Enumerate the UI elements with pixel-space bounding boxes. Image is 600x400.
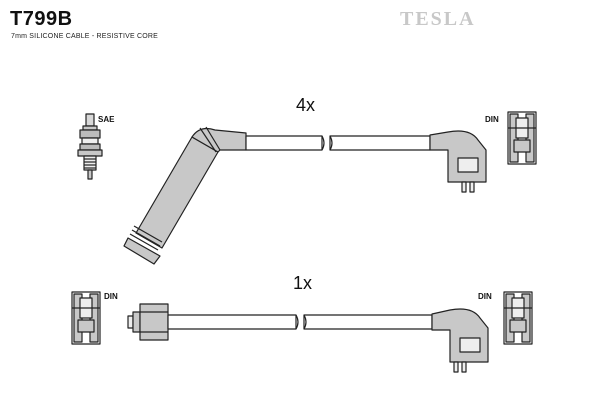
label-din-top-right: DIN bbox=[485, 115, 499, 124]
din-terminal-bottom-right-icon bbox=[503, 291, 533, 345]
brand-logo: TESLA bbox=[400, 8, 476, 30]
spark-plug-icon bbox=[77, 113, 103, 180]
din-terminal-top-right-icon bbox=[507, 111, 537, 165]
cable-spec: 7mm SILICONE CABLE - RESISTIVE CORE bbox=[11, 33, 159, 40]
part-number: T799B bbox=[10, 8, 73, 30]
straight-coil-boot-bottom bbox=[127, 303, 169, 341]
quantity-top-lead: 4x bbox=[296, 95, 316, 115]
label-din-bottom-right: DIN bbox=[478, 292, 492, 301]
angled-plug-boot-bottom bbox=[431, 308, 489, 373]
cable-top bbox=[245, 135, 431, 151]
label-din-bottom-left: DIN bbox=[104, 292, 118, 301]
straight-plug-boot-top bbox=[123, 126, 247, 265]
quantity-bottom-lead: 1x bbox=[293, 273, 313, 293]
angled-plug-boot-top bbox=[429, 130, 487, 193]
label-sae: SAE bbox=[98, 115, 115, 124]
cable-bottom bbox=[167, 314, 433, 330]
din-terminal-bottom-left-icon bbox=[71, 291, 101, 345]
